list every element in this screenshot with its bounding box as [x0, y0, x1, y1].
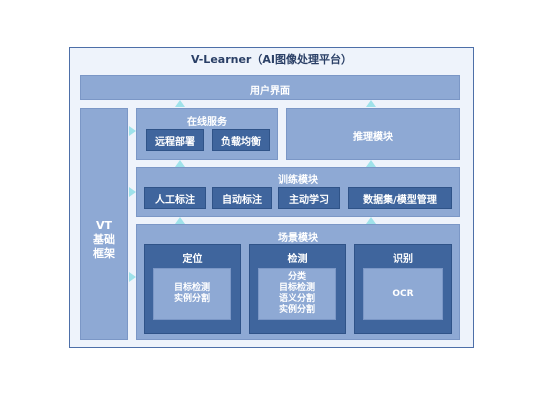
detection-line: 分类: [287, 272, 306, 282]
arrow-right-icon: [129, 126, 136, 136]
vt-framework-label: VT 基础 框架: [81, 219, 127, 261]
detection-line: 目标检测: [278, 283, 315, 293]
vt-line: VT: [95, 219, 113, 232]
dataset-model-management-box: 数据集/模型管理: [348, 187, 452, 209]
detection-line: 语义分割: [278, 294, 315, 304]
localization-line: 目标检测: [173, 283, 210, 293]
training-title: 训练模块: [278, 175, 318, 186]
localization-title: 定位: [182, 254, 203, 265]
detection-line: 实例分割: [278, 305, 315, 315]
inference-block: 推理模块: [286, 108, 460, 160]
arrow-up-icon: [175, 100, 185, 107]
scene-title: 场景模块: [278, 233, 318, 244]
online-service-title: 在线服务: [187, 117, 227, 128]
arrow-up-icon: [366, 217, 376, 224]
recognition-title: 识别: [393, 254, 413, 265]
inference-label: 推理模块: [353, 132, 393, 143]
active-learning-box: 主动学习: [278, 187, 340, 209]
localization-line: 实例分割: [173, 294, 210, 304]
vt-line: 框架: [93, 247, 115, 260]
remote-deploy-box: 远程部署: [146, 129, 204, 151]
arrow-up-icon: [175, 160, 185, 167]
auto-annotation-box: 自动标注: [212, 187, 272, 209]
recognition-line: OCR: [392, 288, 414, 299]
recognition-content: OCR: [363, 268, 443, 320]
arrow-right-icon: [129, 272, 136, 282]
diagram-title: V-Learner（AI图像处理平台）: [191, 53, 352, 66]
manual-annotation-box: 人工标注: [144, 187, 206, 209]
vt-line: 基础: [93, 233, 115, 246]
arrow-up-icon: [366, 160, 376, 167]
vt-framework-block: VT 基础 框架: [80, 108, 128, 340]
detection-title: 检测: [287, 254, 308, 265]
arrow-up-icon: [175, 217, 185, 224]
localization-content: 目标检测 实例分割: [153, 268, 231, 320]
user-interface-label: 用户界面: [250, 86, 290, 97]
arrow-up-icon: [366, 100, 376, 107]
load-balance-box: 负载均衡: [212, 129, 270, 151]
user-interface-block: 用户界面: [80, 75, 460, 100]
arrow-right-icon: [129, 187, 136, 197]
detection-content: 分类 目标检测 语义分割 实例分割: [258, 268, 336, 320]
